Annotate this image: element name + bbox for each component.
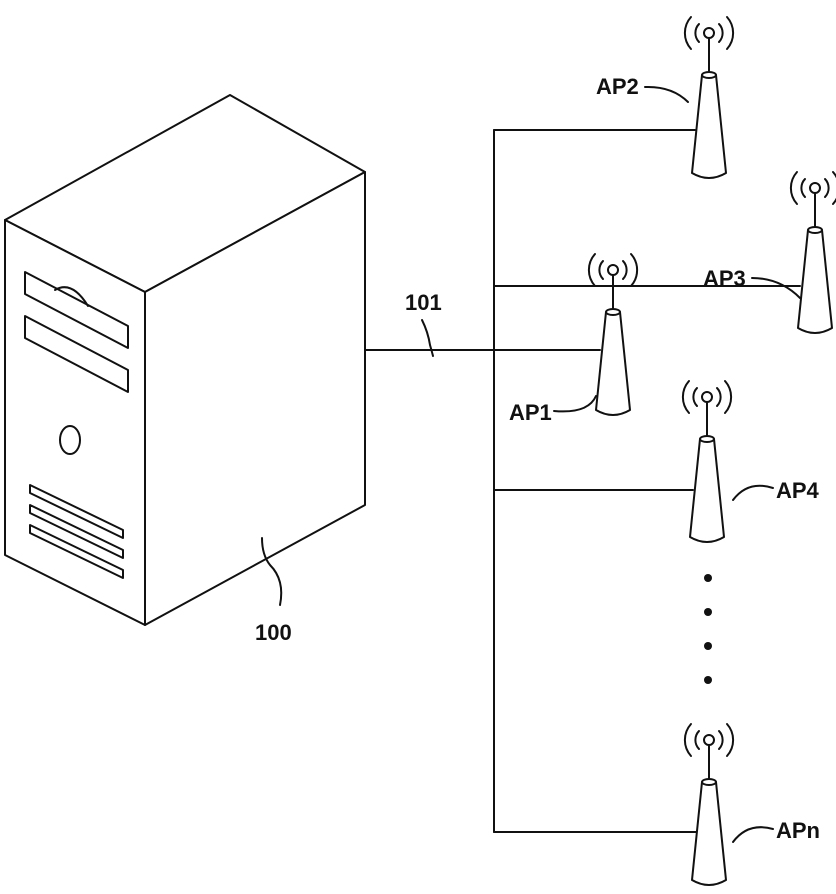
ap4-label: AP4 bbox=[776, 478, 820, 503]
ap2-label: AP2 bbox=[596, 74, 639, 99]
server-tower-icon bbox=[4, 94, 366, 626]
ap1-label: AP1 bbox=[509, 400, 552, 425]
access-point-ap1-icon bbox=[587, 253, 639, 416]
server-label: 100 bbox=[255, 620, 292, 645]
access-point-ap4-icon bbox=[681, 380, 733, 543]
network-links bbox=[364, 129, 801, 833]
apn-label: APn bbox=[776, 818, 820, 843]
access-point-ap3-icon bbox=[789, 171, 836, 334]
access-point-apn-icon bbox=[683, 723, 735, 886]
ap3-label: AP3 bbox=[703, 266, 746, 291]
link-label: 101 bbox=[405, 290, 442, 315]
access-point-ap2-icon bbox=[683, 16, 735, 179]
ellipsis-dots bbox=[704, 574, 712, 684]
leader-lines bbox=[261, 85, 801, 843]
